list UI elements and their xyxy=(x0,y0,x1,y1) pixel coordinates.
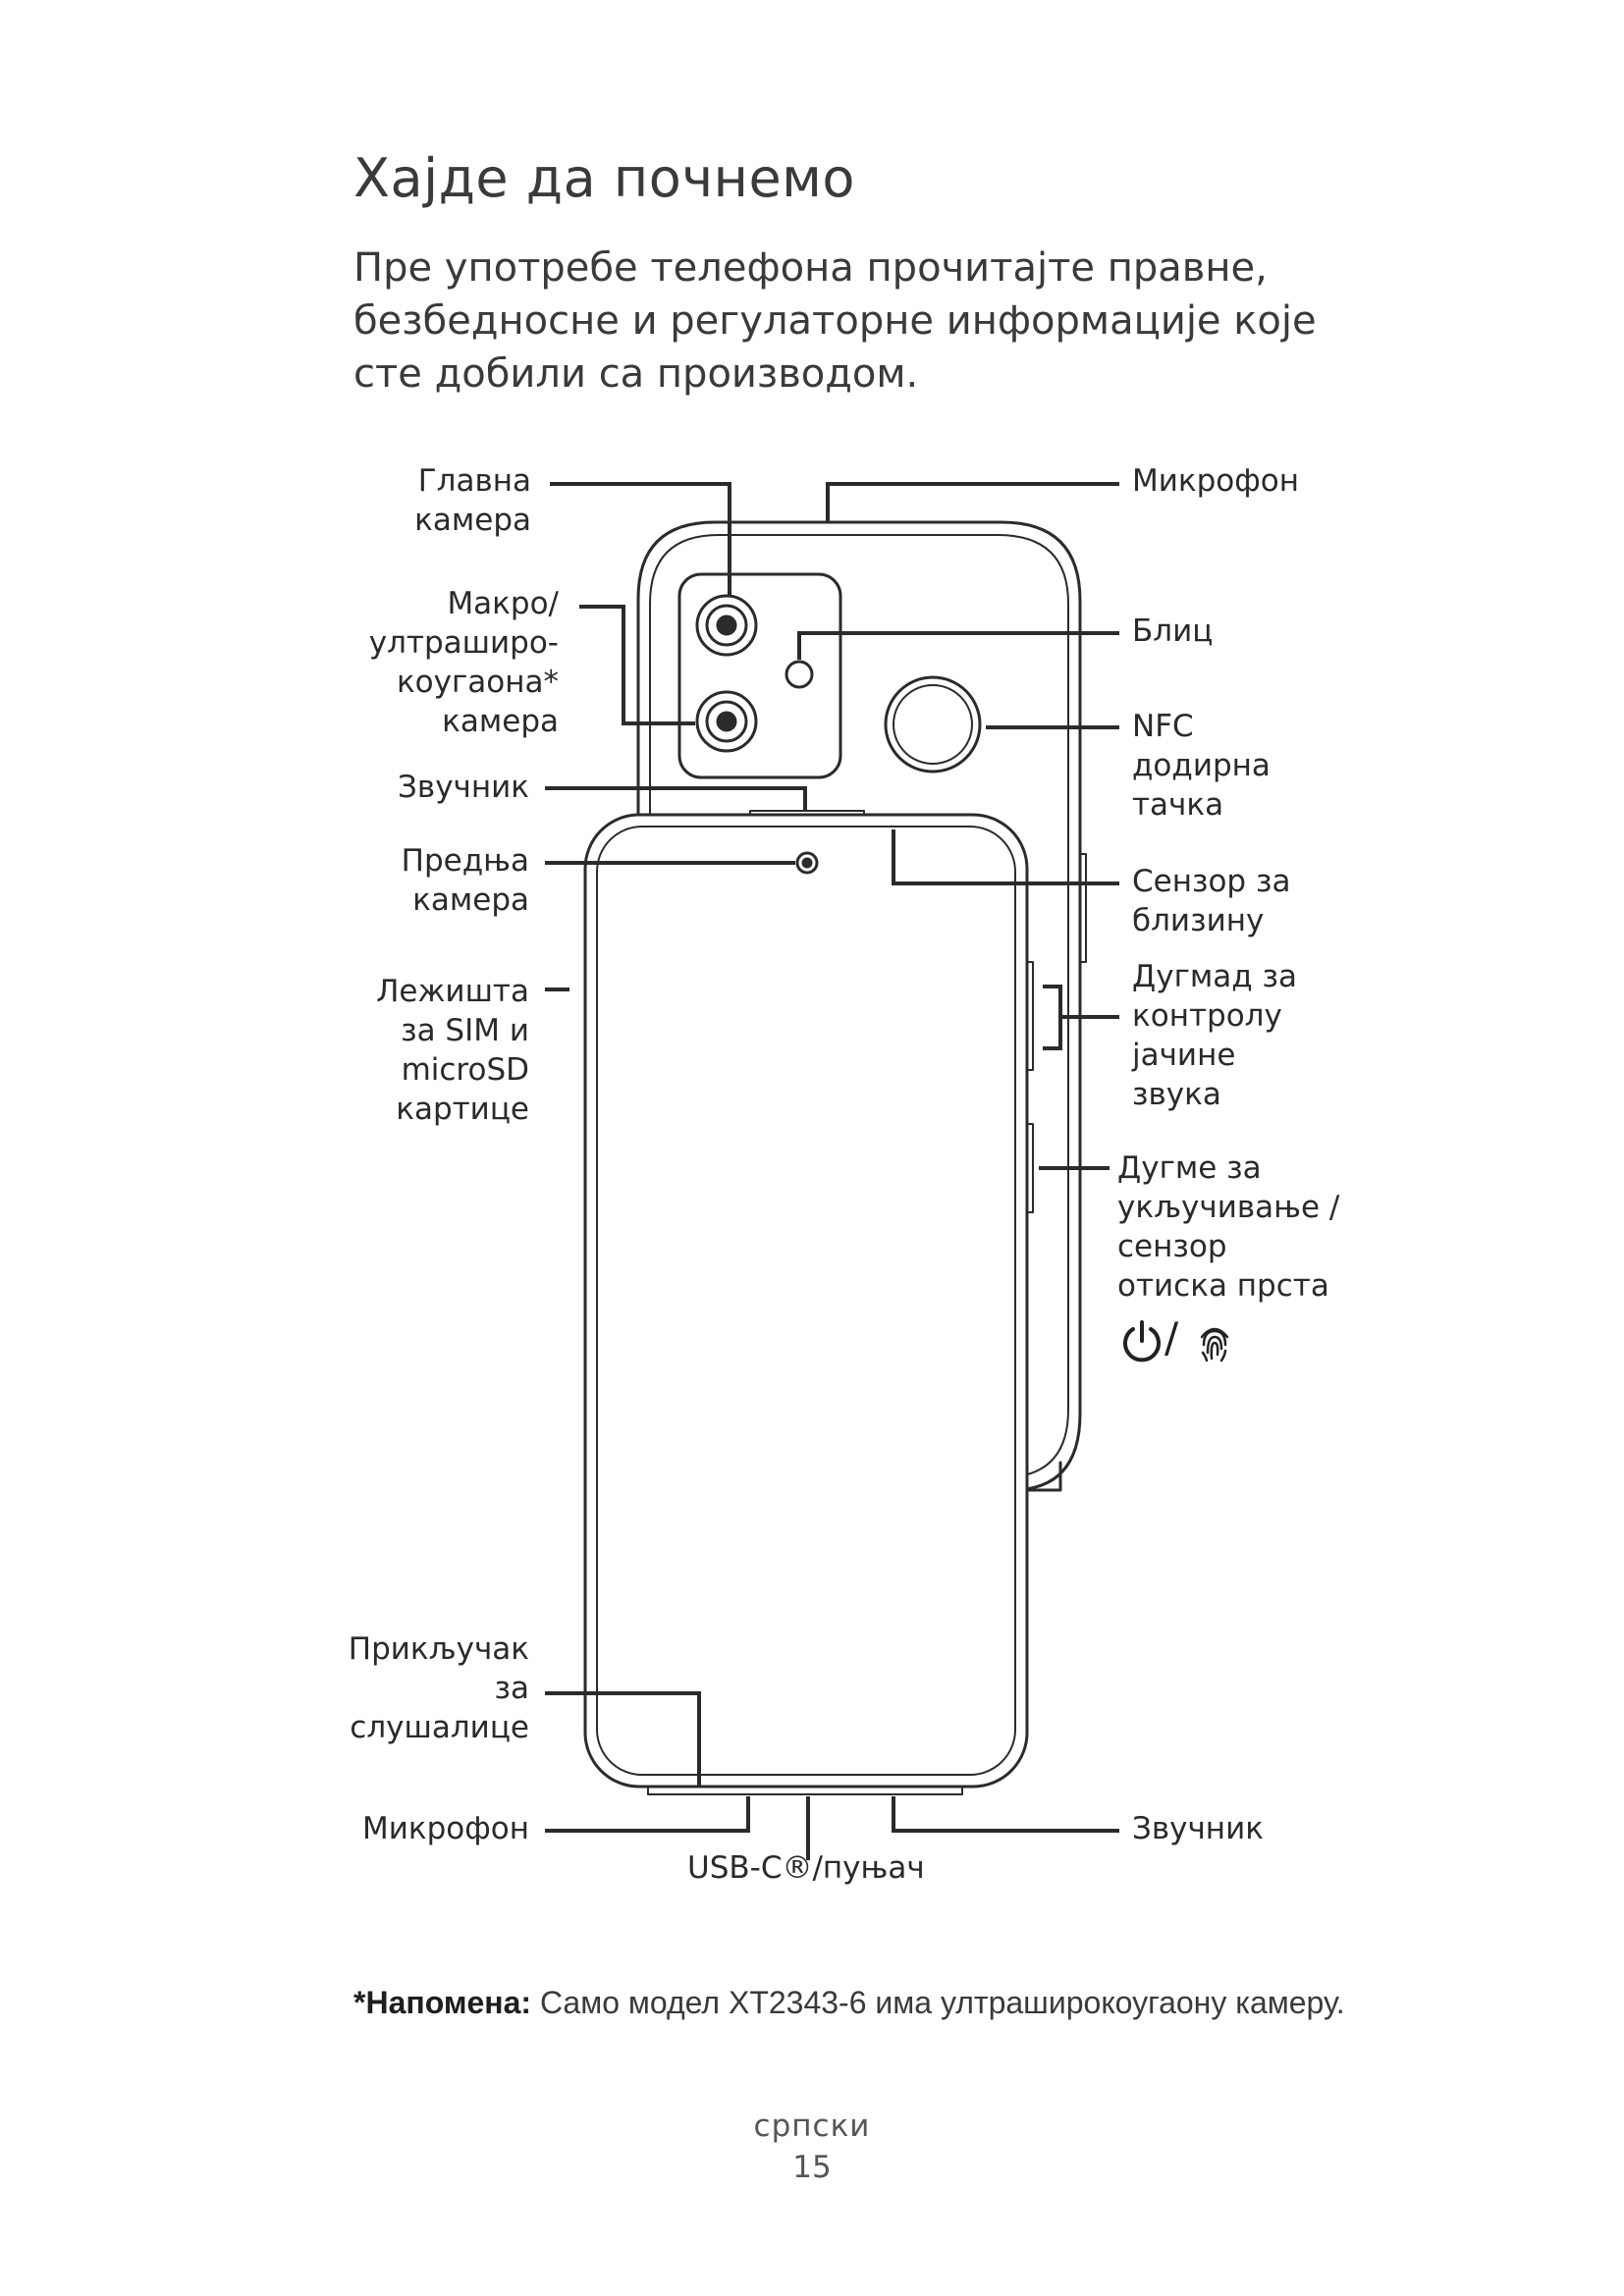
label-earpiece: Звучник xyxy=(398,770,529,805)
leader-flash xyxy=(797,631,1119,660)
icon-separator: / xyxy=(1164,1313,1179,1362)
leader-speaker-bottom xyxy=(892,1796,1119,1833)
label-proximity: Сензор за близину xyxy=(1132,864,1291,938)
leader-main-camera xyxy=(550,482,731,596)
label-power: Дугме за укључивање / сензор отиска прст… xyxy=(1117,1150,1340,1304)
leader-macro-camera xyxy=(579,605,695,725)
label-sim-tray: Лежишта за SIM и microSD картице xyxy=(376,974,529,1127)
front-phone-body xyxy=(583,813,1029,1789)
label-main-camera: Главна камера xyxy=(414,463,531,538)
leader-earpiece xyxy=(545,786,807,811)
footnote-text: Само модел XT2343-6 има ултраширокоугаон… xyxy=(531,1985,1345,2020)
power-icon xyxy=(1123,1320,1161,1362)
intro-paragraph: Пре употребе телефона прочитајте правне,… xyxy=(353,245,1317,397)
label-nfc: NFC додирна тачка xyxy=(1132,709,1271,823)
label-mic-bottom: Микрофон xyxy=(361,1811,529,1846)
leader-volume xyxy=(1043,985,1119,1050)
fingerprint-icon xyxy=(1200,1327,1229,1362)
camera-module xyxy=(677,572,842,779)
label-headset-jack: Прикључак за слушалице xyxy=(348,1631,529,1745)
back-phone-body xyxy=(636,520,1082,1492)
page-title: Хајде да почнемо xyxy=(353,147,855,209)
page-number: 15 xyxy=(792,2150,832,2185)
label-mic-top: Микрофон xyxy=(1132,463,1300,499)
nfc-area xyxy=(884,675,982,774)
main-camera-lens xyxy=(695,594,758,657)
label-macro-camera: Макро/ ултраширо- коугаона* камера xyxy=(368,586,559,739)
footer-language: српски xyxy=(753,2109,871,2144)
leader-headset-jack xyxy=(545,1691,701,1787)
label-front-camera: Предња камера xyxy=(401,843,529,918)
leader-proximity xyxy=(892,829,1119,885)
front-camera-lens xyxy=(795,851,819,875)
label-usb: USB-C®/пуњач xyxy=(687,1850,925,1886)
label-flash: Блиц xyxy=(1132,614,1214,649)
macro-camera-lens xyxy=(695,690,758,753)
leader-mic-top xyxy=(826,482,1119,522)
footnote-label: *Напомена: xyxy=(353,1985,532,2020)
label-speaker-bottom: Звучник xyxy=(1132,1811,1264,1846)
leader-mic-bottom xyxy=(545,1796,750,1833)
flash-lens xyxy=(785,660,814,689)
label-volume: Дугмад за контролу јачине звука xyxy=(1132,959,1298,1112)
footnote: *Напомена: Само модел XT2343-6 има ултра… xyxy=(353,1985,1345,2021)
